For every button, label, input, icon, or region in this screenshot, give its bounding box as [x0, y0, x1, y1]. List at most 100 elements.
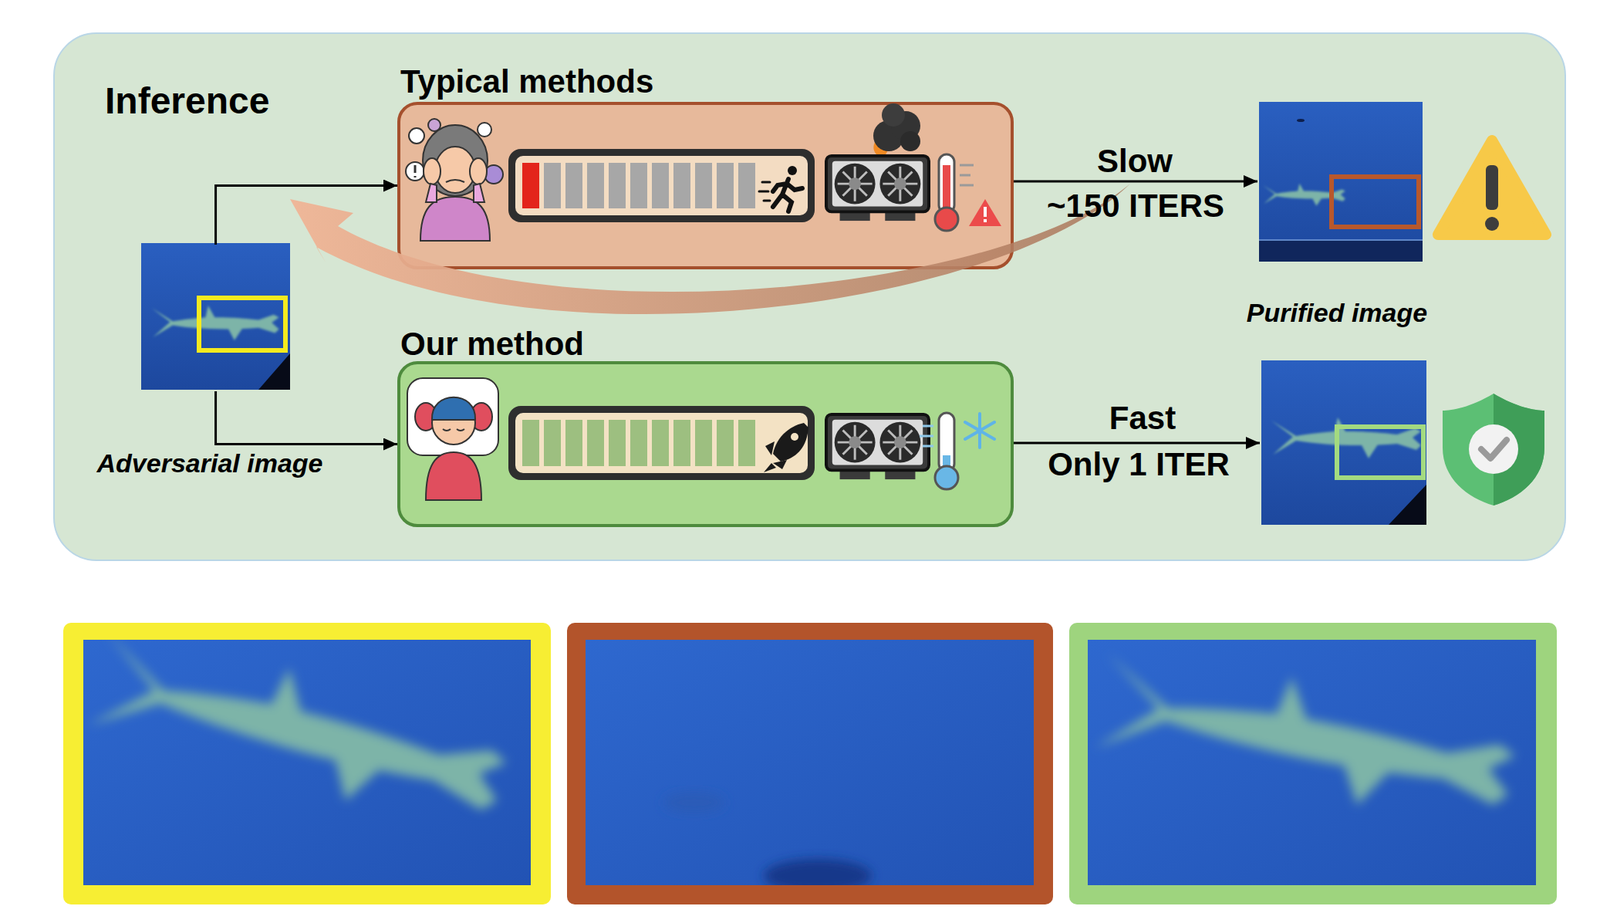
- stressed-person: [423, 158, 441, 185]
- rocket-icon: [772, 422, 809, 462]
- gpu-icon: [826, 414, 929, 480]
- zoom-ours: [1089, 644, 1523, 831]
- zoom-ours: [1069, 622, 1557, 905]
- zoom-typical: [567, 622, 1054, 905]
- inference-panel: InferenceTypical methodsAdversarial imag…: [53, 32, 1567, 561]
- zoom-typical: [663, 791, 726, 814]
- adversarial-photo: [141, 243, 291, 390]
- warning-icon: [1485, 165, 1499, 210]
- progress-bar-fast: [630, 419, 648, 466]
- hot-thermometer: [935, 154, 1002, 231]
- zoom-adversarial: [83, 639, 516, 836]
- zoom-typical: [567, 622, 1054, 905]
- purified-photo-typical: [1259, 101, 1423, 262]
- progress-bar-fast: [508, 405, 815, 480]
- method-box: Typical methods: [397, 101, 1014, 270]
- sleeping-person: [432, 401, 476, 445]
- stressed-person: [477, 122, 492, 137]
- hot-thermometer: [983, 219, 987, 223]
- smoke-cloud: [873, 120, 905, 152]
- progress-bar-fast: [673, 419, 691, 466]
- stressed-person: [484, 165, 503, 184]
- purified-photo-ours: [1261, 360, 1427, 525]
- image-node: Adversarial image: [142, 244, 292, 392]
- progress-bar-slow: [515, 155, 808, 216]
- method-box: Our method: [397, 361, 1014, 527]
- purified-photo-ours: [1261, 360, 1427, 525]
- progress-bar-fast: [738, 419, 756, 466]
- zoom-ours: [1087, 639, 1536, 885]
- stressed-person: [405, 118, 503, 241]
- adversarial-photo: [258, 353, 291, 390]
- highlight-box: [1331, 176, 1419, 227]
- progress-bar-slow: [522, 162, 540, 209]
- progress-bar-slow: [508, 148, 815, 223]
- zoom-adversarial: [83, 639, 531, 885]
- adversarial-photo: [141, 243, 291, 390]
- progress-bar-slow: [565, 162, 583, 209]
- stressed-person: [422, 124, 488, 196]
- output-arrow: [1013, 442, 1260, 445]
- stressed-person: [469, 158, 487, 185]
- progress-bar-fast: [695, 419, 713, 466]
- highlight-box: [1336, 426, 1424, 478]
- adversarial-photo: [151, 305, 280, 341]
- runner-icon: [759, 165, 803, 212]
- progress-bar-slow: [543, 162, 561, 209]
- progress-bar-fast: [716, 419, 734, 466]
- hot-thermometer: [938, 154, 955, 213]
- warning-icon: [1437, 140, 1546, 235]
- smoke-cloud: [873, 103, 921, 155]
- progress-bar-slow: [716, 162, 734, 209]
- zoom-typical: [585, 639, 1034, 885]
- cold-thermometer: [919, 412, 995, 490]
- zoom-ours: [1087, 639, 1536, 885]
- stressed-person: [425, 183, 485, 203]
- purified-photo-typical: [1296, 118, 1305, 122]
- progress-bar-slow: [608, 162, 626, 209]
- progress-bar-slow: [587, 162, 605, 209]
- cold-thermometer: [935, 465, 959, 490]
- progress-bar-slow: [651, 162, 669, 209]
- flow-arrow: [216, 185, 398, 246]
- flow-arrow: [216, 391, 398, 445]
- runner-icon: [772, 178, 803, 212]
- progress-bar-slow: [673, 162, 691, 209]
- highlight-box: [199, 297, 286, 351]
- purified-photo-ours: [1388, 484, 1427, 525]
- zoom-typical: [585, 639, 1034, 885]
- smoke-cloud: [881, 103, 905, 127]
- cold-thermometer: [938, 412, 955, 472]
- stressed-person: [435, 146, 476, 193]
- shield-icon: [1468, 424, 1519, 474]
- cold-thermometer: [942, 455, 951, 474]
- smoke-cloud: [900, 131, 921, 152]
- gpu-icon: [826, 155, 929, 221]
- warning-icon: [1437, 140, 1546, 235]
- node-heading: Our method: [400, 325, 584, 363]
- progress-bar-fast: [522, 419, 540, 466]
- stressed-person: [445, 179, 465, 183]
- progress-bar-fast: [608, 419, 626, 466]
- zoom-adversarial: [83, 639, 531, 885]
- hot-thermometer: [959, 165, 974, 186]
- sleeping-person: [407, 378, 499, 500]
- shield-icon: [1481, 439, 1507, 459]
- purified-photo-typical: [1259, 239, 1423, 241]
- zoom-typical: [763, 858, 872, 885]
- hot-thermometer: [942, 165, 951, 215]
- shield-icon: [1442, 393, 1545, 506]
- runner-icon: [787, 165, 797, 176]
- zoom-adversarial: [63, 622, 551, 905]
- rocket-icon: [765, 441, 787, 470]
- zoom-adversarial: [63, 622, 551, 905]
- purified-photo-ours: [1271, 417, 1422, 459]
- hot-thermometer: [983, 206, 987, 217]
- purified-photo-typical: [1259, 240, 1423, 262]
- stressed-person: [414, 165, 417, 178]
- purified-photo-typical: [1262, 183, 1346, 206]
- runner-icon: [759, 182, 770, 201]
- loop-arrow: [290, 183, 1131, 314]
- progress-bar-slow: [630, 162, 648, 209]
